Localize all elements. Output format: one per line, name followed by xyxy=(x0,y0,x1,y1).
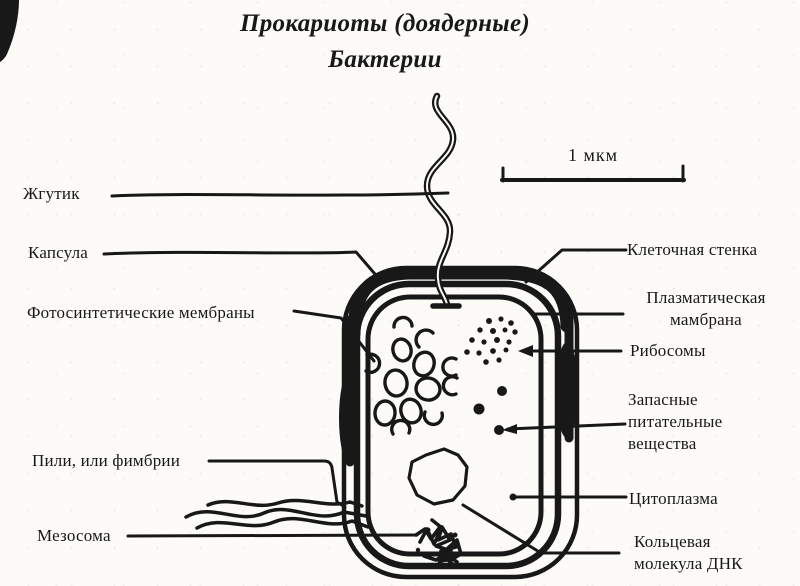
pointer-pili xyxy=(207,459,347,509)
pointer-capsule xyxy=(102,250,383,283)
pointer-circular-dna xyxy=(461,503,621,555)
label-flagellum: Жгутик xyxy=(23,184,80,203)
label-cell-wall: Клеточная стенка xyxy=(627,240,758,259)
photosynthetic-membranes-shape xyxy=(364,315,459,436)
label-cytoplasm: Цитоплазма xyxy=(629,489,718,508)
pointer-reserve-nutrients xyxy=(506,422,627,431)
label-circular-dna: Кольцевая молекула ДНК xyxy=(634,532,743,573)
pointer-mesosome xyxy=(126,533,419,538)
capsule-dark-band-top xyxy=(347,266,574,341)
reserve-granules xyxy=(473,386,507,435)
label-plasma-membrane: Плазматическая мамбрана xyxy=(646,288,766,329)
cell-wall-shape xyxy=(353,280,562,570)
title-line2: Бактерии xyxy=(328,46,442,73)
pointer-cytoplasm-dot xyxy=(509,493,517,501)
ribosome-dots xyxy=(464,316,518,365)
page-title: Прокариоты (доядерные) Бактерии xyxy=(135,6,635,78)
label-pili: Пили, или фимбрии xyxy=(32,451,180,470)
plasma-membrane-shape xyxy=(365,294,544,557)
label-reserve-nutrients: Запасные питательные вещества xyxy=(628,390,723,453)
pointer-flagellum xyxy=(110,191,450,198)
nucleoid-outline xyxy=(407,447,469,506)
flagellum-shape xyxy=(423,92,462,309)
pointer-photosynthetic-membranes xyxy=(292,309,376,363)
scale-bar xyxy=(500,164,686,183)
pointer-ribosomes-arrowhead xyxy=(518,345,533,357)
pointer-lines xyxy=(102,191,628,555)
capsule-lump-right xyxy=(556,342,578,438)
bacterium-cell xyxy=(339,265,580,580)
pointer-cell-wall xyxy=(524,248,628,284)
label-ribosomes: Рибосомы xyxy=(630,341,706,360)
scan-artifact xyxy=(0,0,19,62)
label-mesosome: Мезосома xyxy=(37,526,111,545)
label-photosynthetic-membranes: Фотосинтетические мембраны xyxy=(27,303,255,322)
title-line1: Прокариоты (доядерные) xyxy=(240,10,530,37)
scale-bar-label: 1 мкм xyxy=(567,145,619,165)
label-capsule: Капсула xyxy=(28,243,89,262)
dna-tangle xyxy=(414,518,463,569)
pili-strands xyxy=(184,498,370,530)
pointer-reserve-arrowhead xyxy=(502,424,517,434)
